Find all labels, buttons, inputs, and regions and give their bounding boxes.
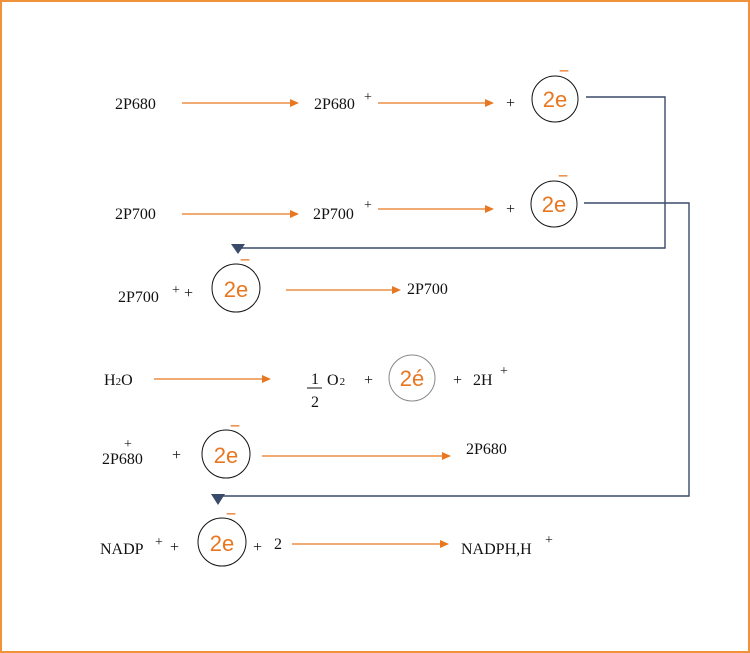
row3-plus: + [184,285,193,302]
row3-electron-bar: ‾ [240,257,250,282]
row4-oxygen: O2 [327,372,345,389]
row5-plus: + [172,447,181,464]
row5-product: 2P680 [466,441,507,458]
row2-arrow-b-head [485,205,494,213]
connector-row1-arrowhead [231,244,245,254]
row6-product: NADPH,H [461,541,532,558]
row5-electron-bar: ‾ [230,423,240,448]
row4-frac-num: 1 [311,371,319,388]
row4-proton: 2H [473,372,493,389]
row4-half-fraction: 1 2 [307,371,322,411]
row2-electron: 2e ‾ [530,173,578,228]
row1-electron-label: 2e [543,87,567,112]
row4-electron: 2é [388,354,436,402]
row1-charge: + [364,90,372,105]
row6-charge: + [155,535,163,550]
row4-reactant: H2O [104,372,133,389]
row6-electron-label: 2e [210,531,234,556]
row5-arrow-head [442,452,451,460]
row4-plus2: + [453,372,462,389]
row5-reactant: 2P680 [102,451,143,468]
row4-electron-label: 2é [400,366,424,391]
row3-electron-label: 2e [224,277,248,302]
row6-coef: 2 [274,536,282,553]
row6-arrow-head [440,540,449,548]
row2-plus: + [506,201,515,218]
row6-electron-circle [197,517,247,567]
row2-electron-bar: ‾ [558,173,568,198]
row2-electron-label: 2e [542,192,566,217]
row2-product: 2P700 [313,206,354,223]
row6-electron: 2e ‾ [197,511,247,567]
row4-frac-den: 2 [311,394,319,411]
row3-charge: + [172,283,180,298]
row4-plus1: + [364,372,373,389]
row1-reactant: 2P680 [115,96,156,113]
row1-electron-bar: ‾ [559,68,569,93]
row5-electron: 2e ‾ [201,423,251,479]
row2-arrow-a-head [290,210,299,218]
row2-charge: + [364,198,372,213]
row1-electron: 2e ‾ [531,68,579,123]
row3-product: 2P700 [407,281,448,298]
row3-arrow-head [392,286,401,294]
row1-arrow-b-head [485,99,494,107]
row6-plus1: + [170,539,179,556]
row1-plus: + [506,95,515,112]
row2-electron-circle [530,180,578,228]
connector-row2-arrowhead [211,494,225,505]
row6-product-charge: + [545,533,553,548]
connector-row2-to-row6 [218,202,690,497]
row5-electron-label: 2e [214,443,238,468]
row1-product: 2P680 [314,96,355,113]
row2-reactant: 2P700 [115,206,156,223]
row5-electron-circle [201,429,251,479]
row3-electron: 2e ‾ [211,257,261,313]
row6-electron-bar: ‾ [226,511,236,536]
row6-plus2: + [253,539,262,556]
row4-electron-circle [388,354,436,402]
row3-reactant: 2P700 [118,289,159,306]
connector-row1-to-row3 [238,96,666,249]
row1-arrow-a-head [290,99,299,107]
row6-reactant: NADP [100,541,144,558]
row4-arrow-head [262,375,271,383]
row3-electron-circle [211,263,261,313]
row4-proton-charge: + [500,364,508,379]
row5-charge: + [124,437,132,452]
row1-electron-circle [531,75,579,123]
